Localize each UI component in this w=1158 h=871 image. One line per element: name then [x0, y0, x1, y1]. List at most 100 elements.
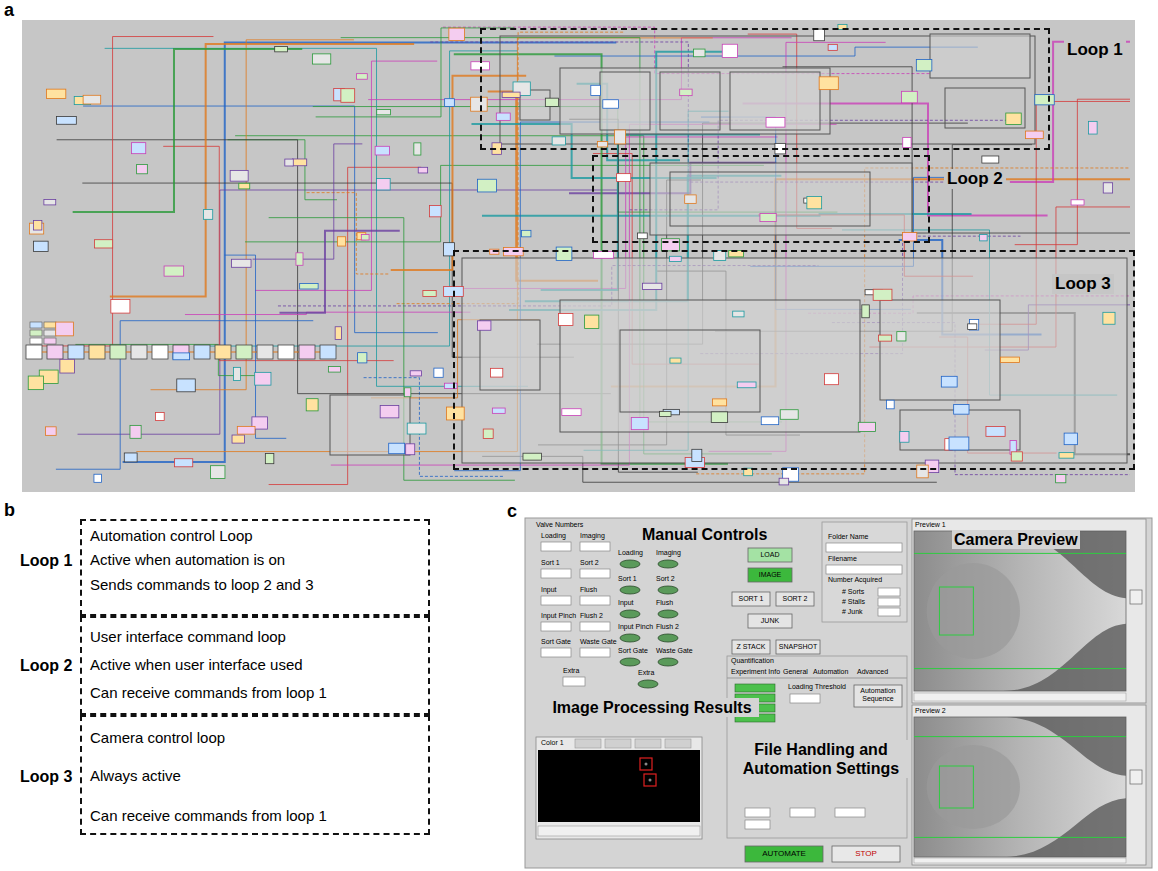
function-block	[722, 44, 737, 57]
number-field	[541, 648, 571, 657]
function-block	[265, 454, 273, 464]
wire	[231, 352, 236, 353]
number-field	[580, 569, 610, 578]
function-block	[903, 137, 911, 147]
function-block	[47, 345, 63, 359]
function-block	[779, 478, 789, 485]
value-field	[826, 565, 902, 574]
function-block	[389, 443, 405, 453]
overlay-label: Image Processing Results	[545, 698, 759, 717]
panel-letter: b	[4, 500, 15, 522]
ui-label: Extra	[638, 669, 654, 677]
function-block	[320, 345, 336, 359]
function-block	[341, 89, 355, 103]
loop-region: Loop 2	[592, 155, 930, 243]
ui-label: Flush	[656, 599, 673, 607]
function-block	[685, 195, 696, 203]
overlay-label: Manual Controls	[640, 525, 769, 544]
ui-label: Loading	[541, 532, 566, 540]
structure-frame	[660, 72, 720, 130]
function-block	[255, 372, 271, 385]
constant-block	[44, 322, 56, 328]
function-block	[807, 196, 822, 208]
function-block	[711, 412, 727, 423]
number-field	[541, 542, 571, 551]
button-label: AUTOMATE	[745, 849, 823, 858]
function-block	[714, 251, 726, 261]
function-block	[203, 210, 212, 220]
ui-label: Folder Name	[828, 533, 868, 541]
function-block	[46, 427, 57, 436]
function-block	[986, 426, 1005, 436]
function-block	[28, 376, 43, 390]
loop-heading: Loop 2	[20, 656, 72, 675]
button-label: JUNK	[748, 617, 792, 625]
status-bar	[914, 693, 1126, 701]
ui-label: Sort 2	[580, 559, 599, 567]
structure-frame	[560, 300, 860, 432]
camera-frame	[914, 531, 1126, 691]
number-field	[580, 596, 610, 605]
channel-wall	[1003, 717, 1126, 776]
function-block	[615, 130, 626, 144]
ui-label: # Sorts	[842, 588, 864, 596]
structure-frame	[560, 68, 830, 134]
function-block	[292, 159, 306, 166]
ui-label: Loading	[618, 549, 643, 557]
function-block	[299, 345, 315, 359]
button-label: STOP	[832, 849, 900, 858]
toggle-switch	[620, 610, 640, 618]
roi-line	[914, 553, 1126, 554]
ui-label: Flush 2	[580, 612, 603, 620]
value-field	[745, 820, 770, 829]
status-bar	[538, 826, 700, 836]
function-block	[603, 100, 619, 108]
function-block	[110, 345, 126, 359]
function-block	[902, 91, 918, 103]
number-field	[563, 677, 585, 686]
wire	[105, 352, 110, 353]
function-block	[1103, 312, 1115, 324]
structure-frame	[620, 330, 760, 412]
function-block	[968, 324, 977, 330]
number-field	[580, 648, 610, 657]
function-block	[828, 44, 837, 50]
wire	[391, 76, 526, 270]
function-block	[916, 60, 932, 71]
function-block	[761, 417, 778, 425]
tab	[575, 739, 601, 748]
function-block	[1035, 95, 1054, 105]
function-block	[404, 388, 411, 397]
structure-frame	[930, 34, 1030, 78]
roi-line	[914, 736, 1126, 737]
function-block	[824, 374, 838, 385]
ui-label: Extra	[563, 667, 579, 675]
number-field	[541, 569, 571, 578]
tab-rule	[727, 678, 907, 679]
function-block	[173, 345, 189, 359]
wire	[269, 167, 421, 484]
function-block	[414, 143, 421, 155]
function-block	[57, 117, 77, 125]
button-label: SORT 2	[776, 595, 814, 603]
toggle-switch	[658, 560, 678, 568]
ui-label: Number Acquired	[828, 576, 882, 584]
function-block	[1000, 357, 1019, 362]
function-block	[819, 77, 838, 90]
wire	[371, 320, 539, 398]
function-block	[357, 74, 368, 80]
function-block	[233, 367, 240, 380]
toggle-switch	[658, 610, 678, 618]
structure-frame	[462, 258, 1127, 463]
function-block	[483, 429, 493, 438]
loop-description: Always active	[90, 767, 181, 785]
function-block	[338, 237, 346, 246]
roi-box	[939, 766, 973, 808]
cell-spot	[649, 779, 652, 782]
function-block	[89, 345, 105, 359]
wire	[273, 352, 278, 353]
number-field	[580, 622, 610, 631]
number-field	[541, 596, 571, 605]
ui-label: Loading Threshold	[788, 683, 846, 691]
loop-heading: Loop 3	[1052, 274, 1114, 294]
